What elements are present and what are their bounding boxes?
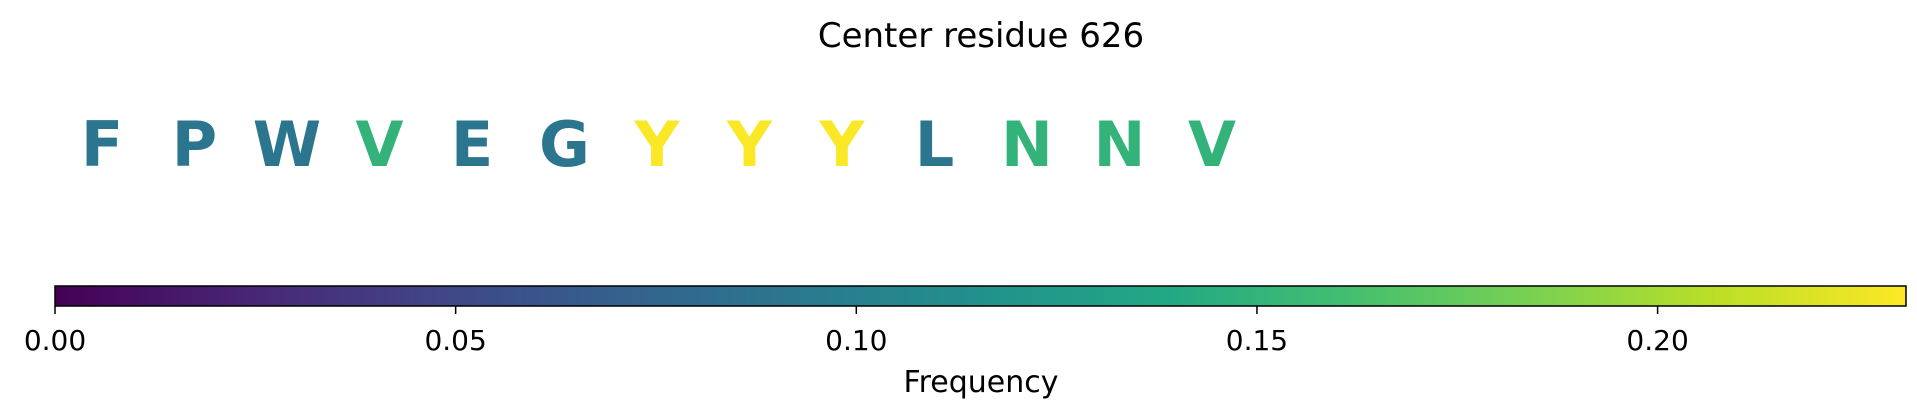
colorbar [54, 285, 1907, 307]
residue-letter: E [451, 108, 493, 181]
residue-letter: V [356, 108, 404, 181]
colorbar-tick-label: 0.10 [825, 324, 887, 357]
colorbar-tick-label: 0.15 [1226, 324, 1288, 357]
chart-title: Center residue 626 [818, 16, 1144, 56]
residue-letter: N [1094, 108, 1146, 181]
colorbar-tick-label: 0.20 [1626, 324, 1688, 357]
residue-letter: P [172, 108, 217, 181]
residue-letter: N [1001, 108, 1053, 181]
residue-letter: F [81, 108, 123, 181]
colorbar-tick-label: 0.05 [424, 324, 486, 357]
residue-letter: G [539, 108, 590, 181]
residue-letter: W [253, 108, 321, 181]
residue-letter: L [915, 108, 955, 181]
colorbar-ticks: 0.00 0.05 0.10 0.15 0.20 [24, 306, 1689, 357]
colorbar-label: Frequency [904, 365, 1059, 400]
residue-letter: V [1188, 108, 1236, 181]
residue-letter: Y [634, 108, 681, 181]
residue-letter: Y [819, 108, 866, 181]
residue-letter: Y [726, 108, 773, 181]
colorbar-tick-label: 0.00 [24, 324, 86, 357]
